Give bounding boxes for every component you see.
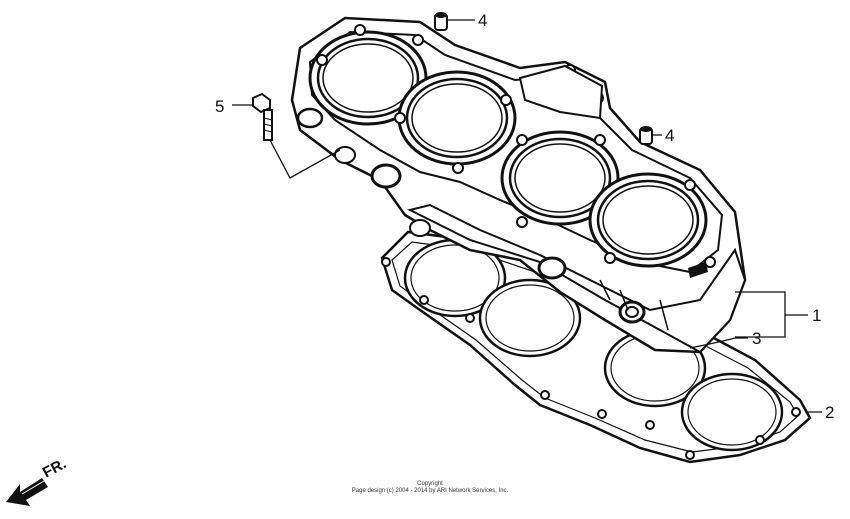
callout-5: 5: [215, 97, 224, 116]
flange-bolt: [252, 92, 341, 179]
front-label: FR.: [40, 455, 69, 481]
copyright-line-2: Page design (c) 2004 - 2014 by ARI Netwo…: [351, 488, 509, 494]
callout-2: 2: [825, 403, 834, 422]
dowel-pin-mid: [639, 126, 653, 145]
front-direction-arrow: FR.: [6, 455, 69, 506]
callout-3: 3: [752, 329, 761, 348]
callout-4-mid: 4: [665, 126, 674, 145]
callout-4-top: 4: [478, 11, 487, 30]
cylinder-block: [290, 16, 747, 354]
dowel-pin-top: [434, 12, 448, 31]
leader-lines: [232, 19, 822, 413]
copyright-line-1: Copyright: [417, 481, 443, 487]
copyright-notice: Copyright Page design (c) 2004 - 2014 by…: [300, 481, 560, 495]
callout-1: 1: [812, 306, 821, 325]
